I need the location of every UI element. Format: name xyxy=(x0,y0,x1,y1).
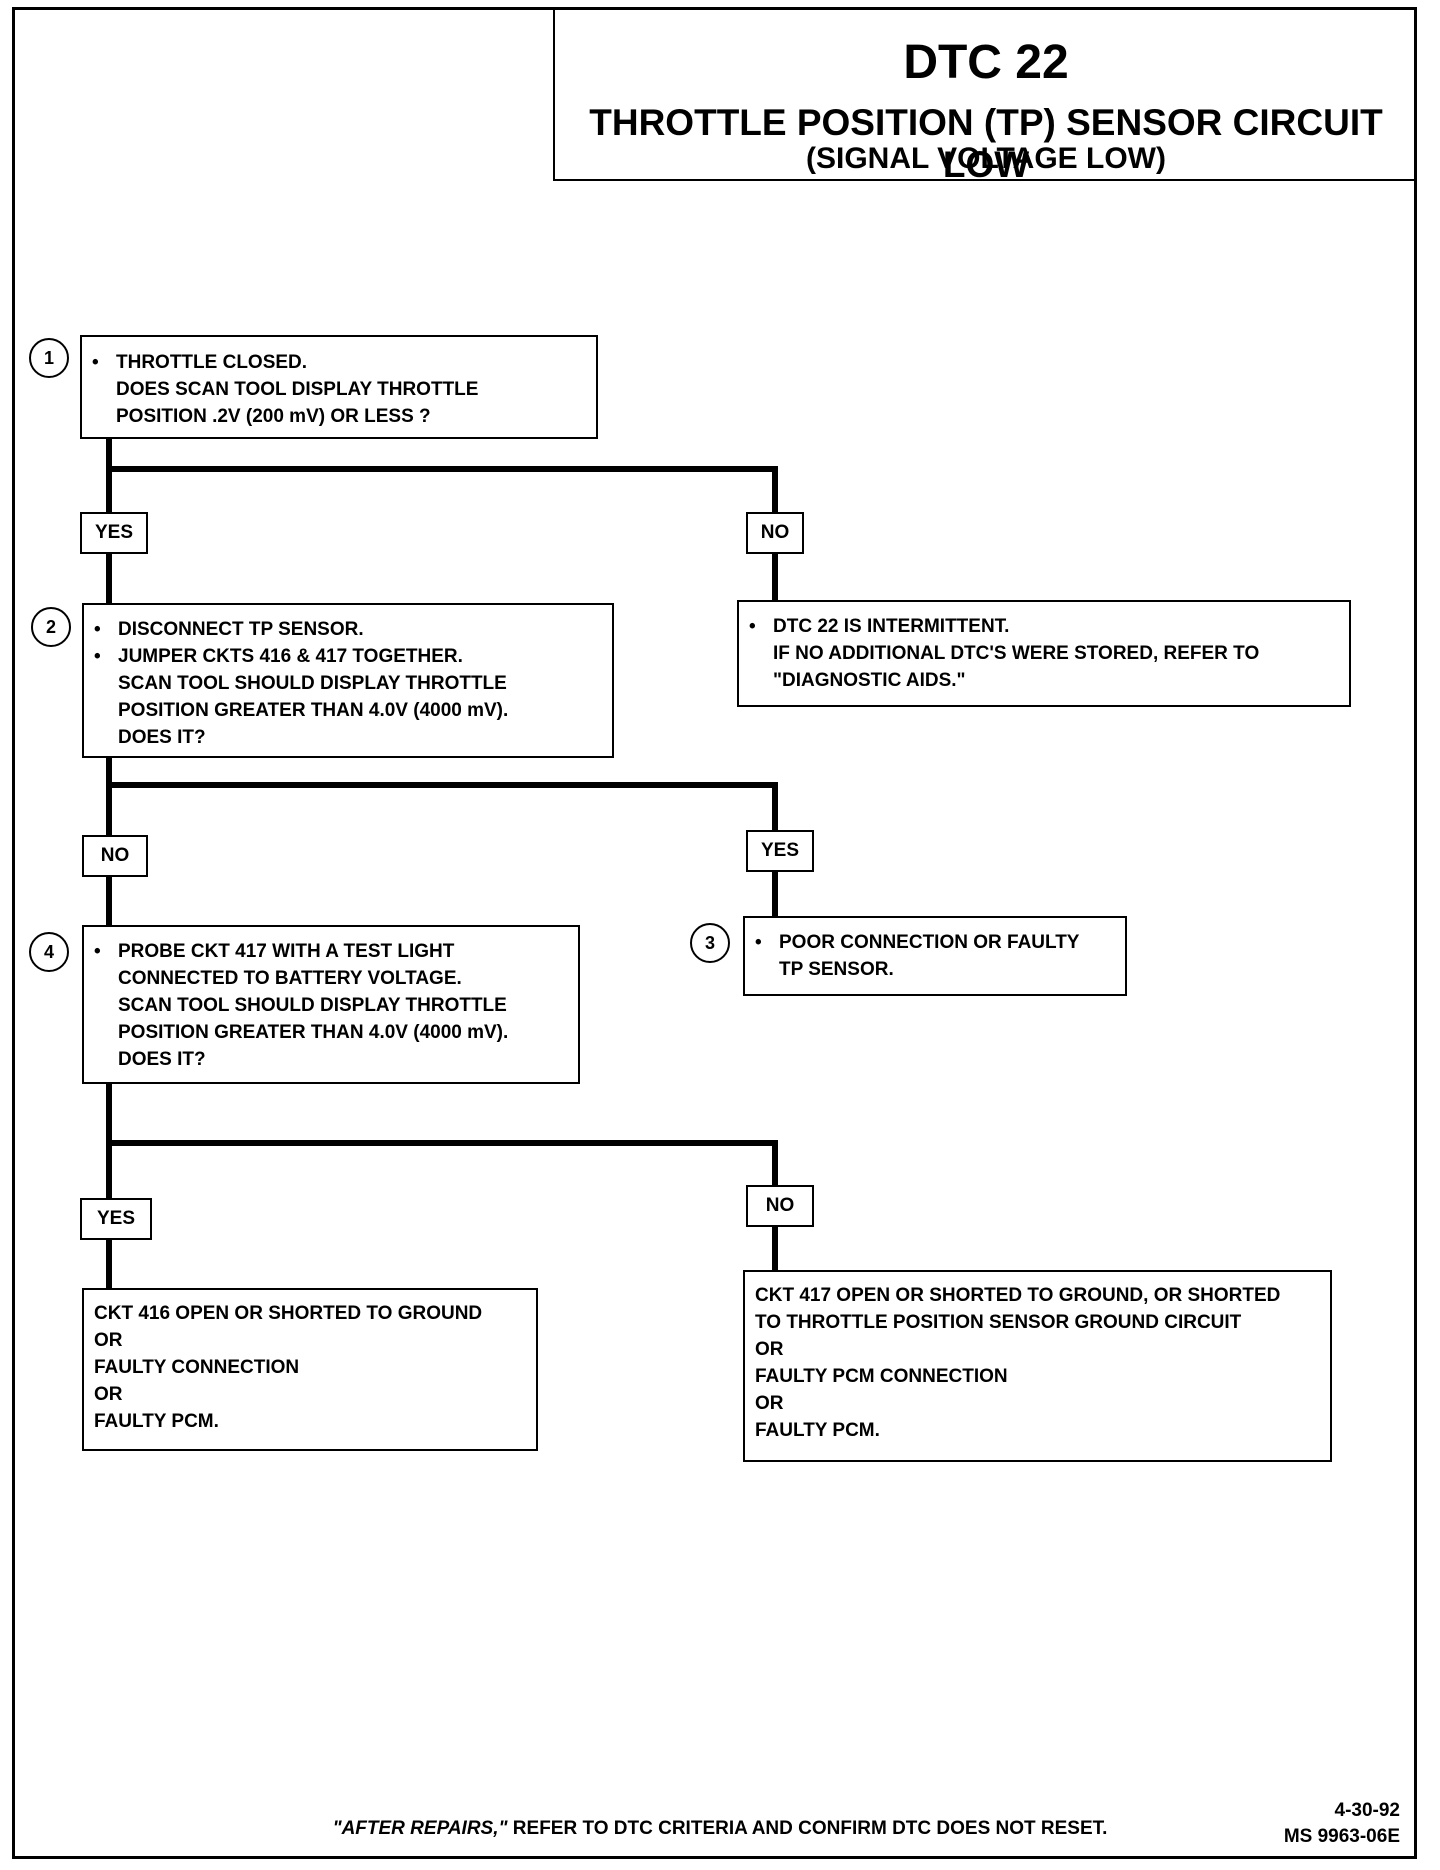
result-line: OR xyxy=(755,1339,784,1360)
bullet-icon: • xyxy=(749,616,756,637)
bullet-icon: • xyxy=(94,619,101,640)
step-3-box: •POOR CONNECTION OR FAULTY TP SENSOR. xyxy=(743,916,1127,996)
result-line: FAULTY PCM CONNECTION xyxy=(755,1366,1008,1387)
connector xyxy=(106,782,778,788)
step-1-marker: 1 xyxy=(29,338,69,378)
step-4-line: SCAN TOOL SHOULD DISPLAY THROTTLE xyxy=(118,995,507,1016)
intermittent-line: "DIAGNOSTIC AIDS." xyxy=(773,670,966,691)
result-ckt416-box: CKT 416 OPEN OR SHORTED TO GROUND OR FAU… xyxy=(82,1288,538,1451)
result-line: TO THROTTLE POSITION SENSOR GROUND CIRCU… xyxy=(755,1312,1242,1333)
bullet-icon: • xyxy=(94,646,101,667)
connector xyxy=(106,1140,778,1146)
result-line: OR xyxy=(94,1384,123,1405)
dtc-subtitle: (SIGNAL VOLTAGE LOW) xyxy=(806,142,1166,175)
bullet-icon: • xyxy=(755,932,762,953)
step-3-line: •POOR CONNECTION OR FAULTY xyxy=(745,929,1125,956)
branch-yes-label: YES xyxy=(80,1198,152,1240)
intermittent-line: IF NO ADDITIONAL DTC'S WERE STORED, REFE… xyxy=(773,643,1260,664)
dtc-title: THROTTLE POSITION (TP) SENSOR CIRCUIT LO… xyxy=(589,102,1383,185)
result-line: OR xyxy=(755,1393,784,1414)
step-1-line: DOES SCAN TOOL DISPLAY THROTTLE xyxy=(116,379,479,400)
step-2-marker: 2 xyxy=(31,607,71,647)
step-2-box: •DISCONNECT TP SENSOR. •JUMPER CKTS 416 … xyxy=(82,603,614,758)
page-border xyxy=(12,7,1417,1859)
intermittent-line: •DTC 22 IS INTERMITTENT. xyxy=(739,613,1349,640)
title-block: DTC 22 THROTTLE POSITION (TP) SENSOR CIR… xyxy=(553,7,1417,185)
step-4-line: POSITION GREATER THAN 4.0V (4000 mV). xyxy=(118,1022,509,1043)
intermittent-box: •DTC 22 IS INTERMITTENT. IF NO ADDITIONA… xyxy=(737,600,1351,707)
step-1-box: •THROTTLE CLOSED. DOES SCAN TOOL DISPLAY… xyxy=(80,335,598,439)
result-line: OR xyxy=(94,1330,123,1351)
step-2-line: •DISCONNECT TP SENSOR. xyxy=(84,616,612,643)
branch-no-label: NO xyxy=(746,512,804,554)
result-line: FAULTY PCM. xyxy=(755,1420,880,1441)
branch-yes-label: YES xyxy=(746,830,814,872)
step-4-marker: 4 xyxy=(29,932,69,972)
step-1-line: POSITION .2V (200 mV) OR LESS ? xyxy=(116,406,431,427)
footer-date: 4-30-92 xyxy=(1334,1800,1401,1821)
step-4-line: DOES IT? xyxy=(118,1049,206,1070)
footer-doc-id: MS 9963-06E xyxy=(1283,1826,1400,1847)
bullet-icon: • xyxy=(92,352,99,373)
footer-note-emphasis: "AFTER REPAIRS," xyxy=(332,1818,508,1839)
footer-reference: 4-30-92 MS 9963-06E xyxy=(1284,1798,1400,1850)
branch-no-label: NO xyxy=(746,1185,814,1227)
result-line: CKT 416 OPEN OR SHORTED TO GROUND xyxy=(94,1303,483,1324)
result-ckt417-box: CKT 417 OPEN OR SHORTED TO GROUND, OR SH… xyxy=(743,1270,1332,1462)
branch-yes-label: YES xyxy=(80,512,148,554)
step-2-line: DOES IT? xyxy=(118,727,206,748)
step-3-line: TP SENSOR. xyxy=(779,959,894,980)
result-line: CKT 417 OPEN OR SHORTED TO GROUND, OR SH… xyxy=(755,1285,1281,1306)
step-4-box: •PROBE CKT 417 WITH A TEST LIGHT CONNECT… xyxy=(82,925,580,1084)
result-line: FAULTY CONNECTION xyxy=(94,1357,300,1378)
dtc-code: DTC 22 xyxy=(903,36,1069,89)
footer-note: "AFTER REPAIRS," REFER TO DTC CRITERIA A… xyxy=(0,1818,1440,1840)
footer-note-text: REFER TO DTC CRITERIA AND CONFIRM DTC DO… xyxy=(507,1818,1108,1839)
step-3-marker: 3 xyxy=(690,923,730,963)
bullet-icon: • xyxy=(94,941,101,962)
step-4-line: •PROBE CKT 417 WITH A TEST LIGHT xyxy=(84,938,578,965)
connector xyxy=(106,466,778,472)
step-2-line: •JUMPER CKTS 416 & 417 TOGETHER. xyxy=(84,643,612,670)
step-1-line: •THROTTLE CLOSED. xyxy=(82,349,596,376)
result-line: FAULTY PCM. xyxy=(94,1411,219,1432)
step-2-line: SCAN TOOL SHOULD DISPLAY THROTTLE xyxy=(118,673,507,694)
branch-no-label: NO xyxy=(82,835,148,877)
connector xyxy=(106,1082,112,1290)
step-4-line: CONNECTED TO BATTERY VOLTAGE. xyxy=(118,968,462,989)
step-2-line: POSITION GREATER THAN 4.0V (4000 mV). xyxy=(118,700,509,721)
